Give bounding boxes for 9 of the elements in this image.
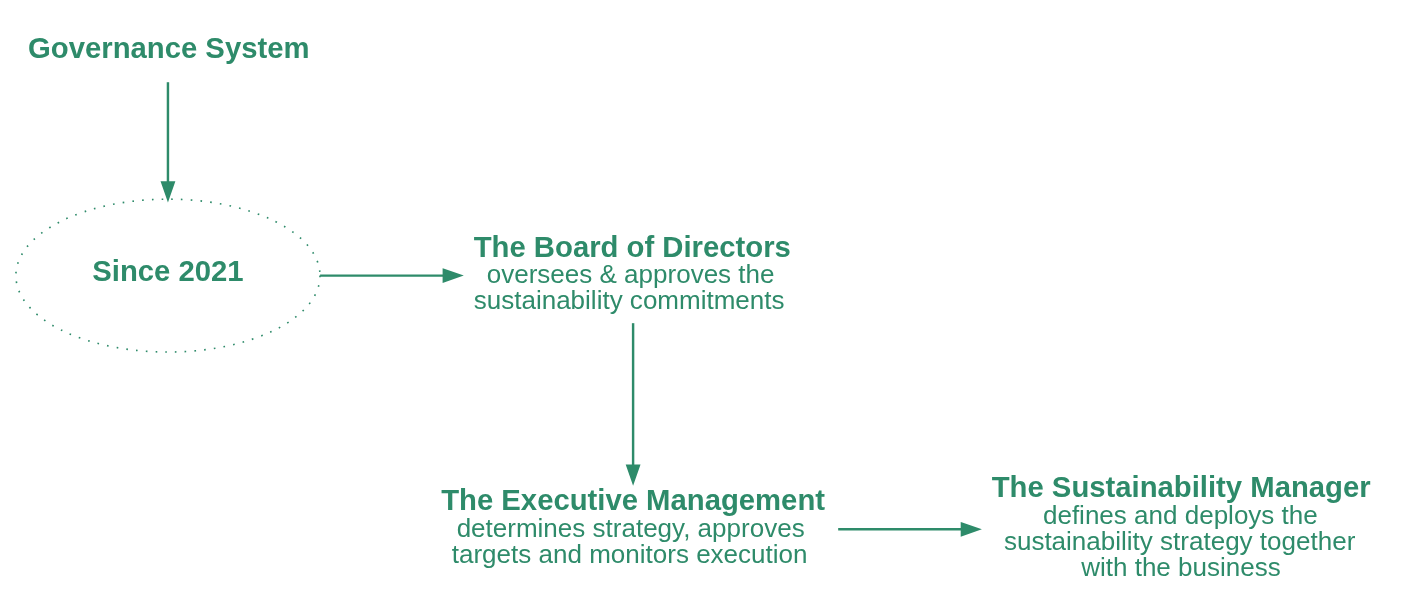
node-text: The Executive Management determines strategy, approves targets and monitors execution (441, 484, 826, 570)
node-text: Governance System (28, 32, 310, 65)
arrow (625, 323, 641, 486)
node-ellipse: Since 2021 (15, 198, 321, 353)
arrow (320, 268, 464, 283)
arrow (838, 521, 982, 537)
node-text: The Sustainability Manager defines and deploys the sustainability strategy together with the business (991, 471, 1371, 583)
node-text: The Board of Directors oversees & approves the sustainability commitments (473, 230, 791, 316)
arrow (160, 82, 176, 203)
